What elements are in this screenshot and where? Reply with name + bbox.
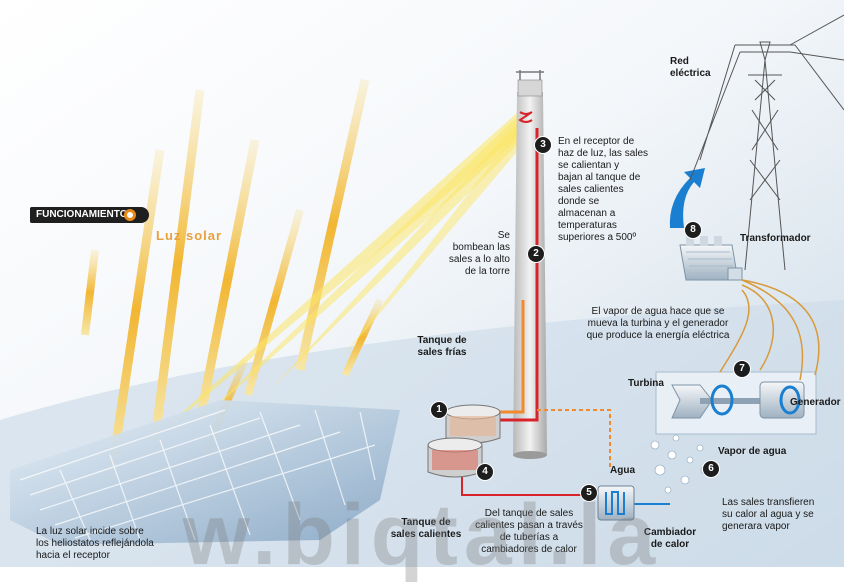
step-5-marker: 5 xyxy=(580,484,598,502)
tank-hot xyxy=(427,437,483,478)
tank-cold xyxy=(445,404,501,444)
turbine-generator xyxy=(655,371,817,435)
vapor-de-agua-label: Vapor de agua xyxy=(718,446,787,457)
reflected-beams xyxy=(118,110,534,470)
heliostat-field xyxy=(10,400,400,545)
diagram-canvas xyxy=(0,0,844,567)
step-3-marker: 3 xyxy=(534,136,552,154)
heat-exchanger xyxy=(597,485,635,521)
agua-label: Agua xyxy=(610,465,635,476)
transformador-label: Transformador xyxy=(740,233,811,244)
tower xyxy=(513,70,547,459)
step-7-marker: 7 xyxy=(733,360,751,378)
transformer xyxy=(679,236,743,281)
step-4-marker: 4 xyxy=(476,463,494,481)
luz-solar-label: Luz solar xyxy=(156,228,223,243)
funcionamiento-badge: FUNCIONAMIENTO xyxy=(30,207,150,223)
power-pylon xyxy=(689,14,844,271)
step-2-marker: 2 xyxy=(527,245,545,263)
power-wires xyxy=(719,279,820,381)
badge-dot-icon xyxy=(124,209,136,221)
step-8-marker: 8 xyxy=(684,221,702,239)
generador-label: Generador xyxy=(790,397,841,408)
turbina-label: Turbina xyxy=(628,378,664,389)
step-6-marker: 6 xyxy=(702,460,720,478)
step-1-marker: 1 xyxy=(430,401,448,419)
arrow-to-grid xyxy=(669,168,705,228)
